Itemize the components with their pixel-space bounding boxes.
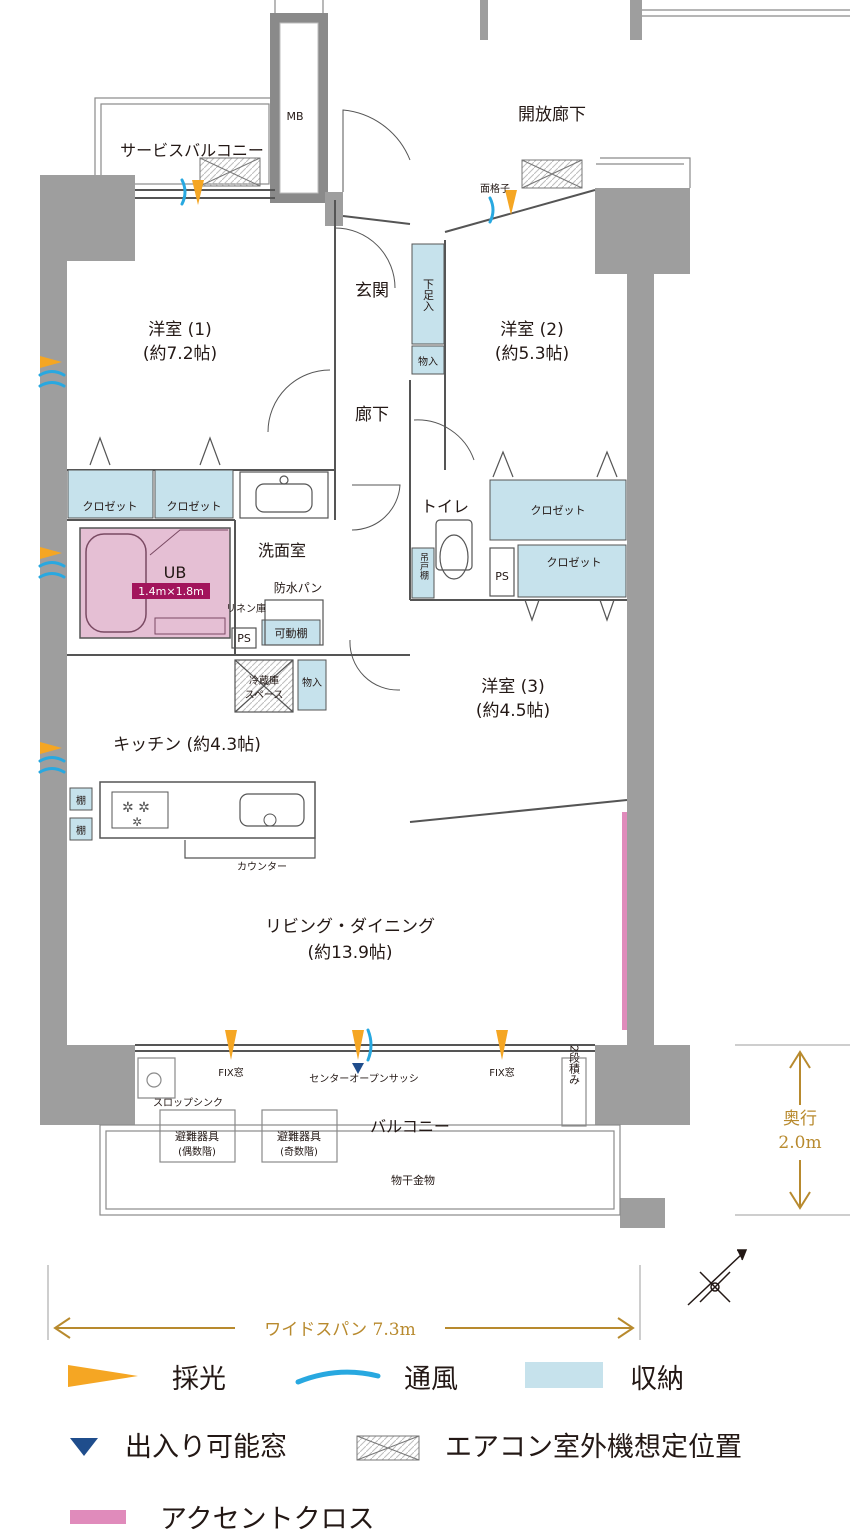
closet-label: クロゼット: [83, 500, 138, 513]
doors: [267, 109, 475, 691]
shelf-label: 棚: [76, 794, 86, 807]
western-2-size: (約5.3帖): [495, 344, 569, 364]
ps-label: PS: [237, 632, 251, 645]
storage-label: 物入: [302, 676, 322, 689]
fix-window-label: FIX窓: [218, 1066, 244, 1079]
span-label: ワイドスパン 7.3m: [264, 1320, 415, 1340]
storage-areas: [67, 243, 627, 841]
washroom-fixtures: [231, 471, 329, 713]
slop-sink-label: スロップシンク: [153, 1097, 223, 1109]
burner-icon: ✲: [132, 815, 142, 829]
depth-dimension: 奥行 2.0m: [735, 1044, 850, 1216]
kitchen-label: キッチン (約4.3帖): [113, 735, 261, 755]
balcony-area: [99, 1057, 621, 1216]
legend-accent: アクセントクロス: [160, 1504, 375, 1535]
ub-label: UB: [164, 563, 187, 582]
toilet-fixture: [435, 519, 515, 597]
outer-walls: [40, 175, 690, 1228]
hallway-label: 廊下: [355, 405, 389, 425]
depth-value: 2.0m: [778, 1133, 821, 1153]
evac-floor-label: (奇数階): [280, 1145, 318, 1158]
linen-label: リネン庫: [226, 602, 266, 615]
light-legend-icon: [68, 1365, 138, 1387]
center-sash-label: センターオープンサッシ: [309, 1073, 418, 1085]
lattice-label: 面格子: [480, 182, 510, 195]
shelf-label: 棚: [76, 824, 86, 837]
accent-wall: [622, 812, 627, 1030]
legend-storage: 収納: [630, 1364, 684, 1395]
western-2-name: 洋室 (2): [500, 320, 563, 340]
storage-legend-icon: [525, 1362, 603, 1388]
balcony-label: バルコニー: [370, 1117, 450, 1136]
legend-wind: 通風: [404, 1364, 458, 1395]
mb-shaft: MB: [270, 13, 328, 203]
two-step-label: 2段積み: [568, 1045, 581, 1085]
western-1-name: 洋室 (1): [148, 320, 211, 340]
ub-size-label: 1.4m×1.8m: [138, 585, 204, 598]
hanger-marks: [89, 436, 618, 622]
counter-label: カウンター: [237, 861, 287, 873]
wind-markers: [38, 178, 495, 1062]
western-3-size: (約4.5帖): [476, 701, 550, 721]
legend-light: 採光: [172, 1364, 226, 1395]
closet-label: クロゼット: [531, 504, 586, 517]
mb-label: MB: [286, 110, 303, 123]
laundry-hanger-label: 物干金物: [391, 1173, 435, 1187]
fridge-space-label: 冷蔵庫: [249, 674, 279, 687]
evac-label: 避難器具: [175, 1129, 219, 1143]
span-dimension: ワイドスパン 7.3m: [47, 1265, 641, 1340]
waterproof-pan-label: 防水パン: [274, 580, 323, 595]
entrance-label: 玄関: [355, 281, 389, 301]
door-window-legend-icon: [70, 1438, 98, 1456]
fix-window-label: FIX窓: [489, 1066, 515, 1079]
door-window-marker: [352, 1063, 364, 1074]
depth-label: 奥行: [783, 1109, 817, 1129]
burner-icon: ✲ ✲: [122, 800, 150, 816]
ac-unit-legend-icon: [356, 1435, 420, 1461]
wind-legend-icon: [295, 1369, 381, 1385]
evac-label: 避難器具: [277, 1129, 321, 1143]
washroom-label: 洗面室: [258, 541, 306, 560]
evac-floor-label: (偶数階): [178, 1145, 216, 1158]
toilet-shelf-label: 吊戸棚: [418, 552, 429, 580]
legend: 採光 通風 収納 出入り可能窓 エアコン室外機想定位置 アクセントクロス: [68, 1362, 742, 1535]
ac-unit-markers: [199, 157, 583, 189]
unit-bath: UB 1.4m×1.8m: [79, 527, 231, 639]
toilet-label: トイレ: [421, 497, 469, 516]
western-3-name: 洋室 (3): [481, 677, 544, 697]
closet-label: クロゼット: [547, 556, 602, 569]
closet-label: クロゼット: [167, 500, 222, 513]
storage-label: 物入: [418, 355, 438, 368]
light-markers: [40, 180, 517, 1060]
open-corridor-label: 開放廊下: [518, 105, 586, 125]
fridge-space-label-2: スペース: [245, 690, 284, 701]
kitchen-fixtures: ✲ ✲ ✲: [99, 781, 316, 859]
living-name: リビング・ダイニング: [265, 917, 435, 937]
movable-shelf-label: 可動棚: [275, 626, 308, 640]
compass-icon: [687, 1249, 748, 1306]
ps-label: PS: [495, 570, 509, 583]
room-labels: サービスバルコニー 開放廊下 面格子 玄関 下足入 物入 洋室 (1) (約7.…: [76, 105, 602, 1187]
service-balcony-label: サービスバルコニー: [120, 141, 264, 160]
legend-ac-unit: エアコン室外機想定位置: [445, 1432, 742, 1463]
accent-legend-icon: [70, 1510, 126, 1524]
western-1-size: (約7.2帖): [143, 344, 217, 364]
living-size: (約13.9帖): [307, 943, 392, 963]
shoe-storage-label: 下足入: [422, 279, 435, 312]
legend-door-window: 出入り可能窓: [125, 1432, 287, 1463]
